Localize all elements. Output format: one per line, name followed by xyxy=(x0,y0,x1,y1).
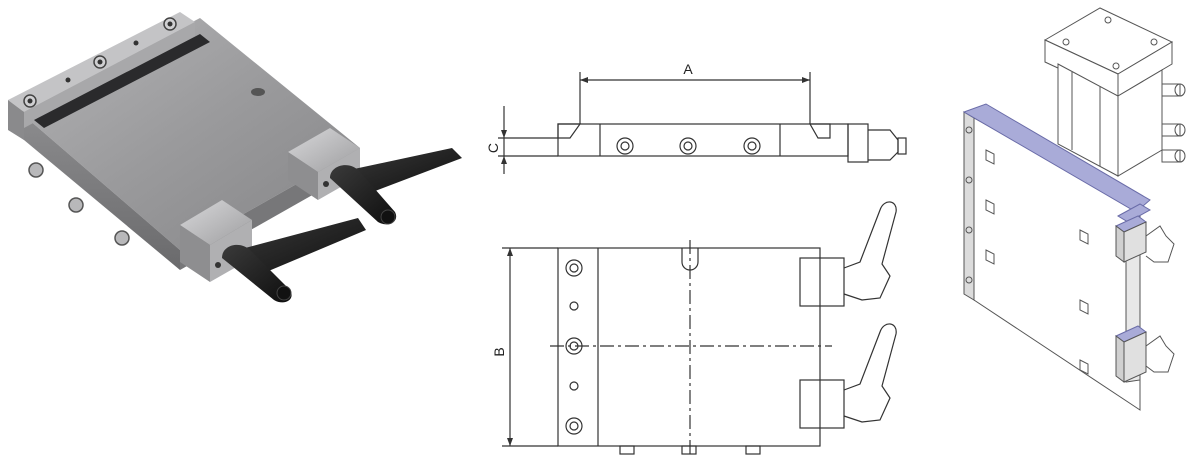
top-view xyxy=(502,201,897,456)
side-screws xyxy=(28,162,130,246)
side-view xyxy=(498,72,907,174)
dimension-a-label: A xyxy=(683,61,693,77)
technical-drawing: A C B xyxy=(470,0,940,471)
side-view-body xyxy=(557,123,849,157)
isometric-assembly-icon xyxy=(962,7,1186,411)
isometric-assembly xyxy=(940,0,1203,471)
plate-front-side xyxy=(18,112,180,270)
top-view-plate xyxy=(557,247,821,447)
iso-plate xyxy=(962,103,1151,411)
back-rail-side xyxy=(8,100,24,140)
dimension-b-label: B xyxy=(491,347,507,356)
actuator xyxy=(1043,7,1186,177)
groove xyxy=(34,34,210,128)
clamping-plate-photo-icon xyxy=(8,12,462,303)
iso-clamp-rail xyxy=(1115,203,1175,383)
technical-drawing-icon: A C B xyxy=(485,61,907,456)
product-photo xyxy=(0,0,470,471)
plate-notch xyxy=(251,88,265,96)
dimension-c-label: C xyxy=(485,143,501,153)
plate-top xyxy=(20,18,360,250)
clamping-lever-rear xyxy=(330,148,462,225)
back-rail-front xyxy=(24,22,195,128)
clamping-lever-front xyxy=(222,218,366,303)
rail-screws xyxy=(23,17,177,108)
